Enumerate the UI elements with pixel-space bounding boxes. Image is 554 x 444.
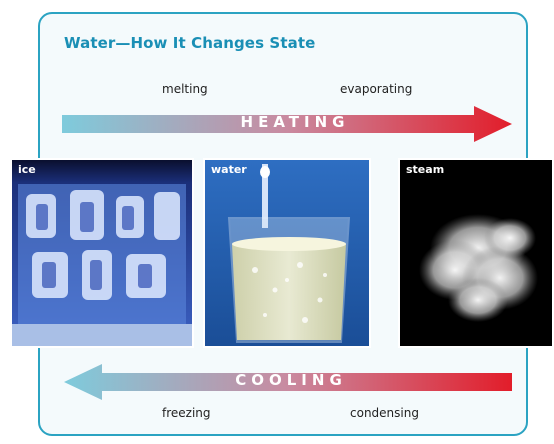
steam-illustration: [400, 160, 552, 346]
diagram-title: Water—How It Changes State: [64, 34, 316, 52]
water-label: water: [211, 163, 247, 176]
heating-label: HEATING: [240, 113, 350, 131]
steam-panel: steam: [398, 158, 554, 348]
steam-label: steam: [406, 163, 445, 176]
condensing-label: condensing: [350, 406, 419, 420]
evaporating-label: evaporating: [340, 82, 413, 96]
water-glass-illustration: [205, 160, 369, 346]
cooling-arrow: [64, 364, 512, 400]
ice-label: ice: [18, 163, 36, 176]
freezing-label: freezing: [162, 406, 211, 420]
melting-label: melting: [162, 82, 208, 96]
cooling-label: COOLING: [235, 371, 347, 389]
ice-panel: ice: [10, 158, 194, 348]
ice-illustration: [12, 160, 192, 346]
water-panel: water: [203, 158, 371, 348]
heating-arrow: [62, 106, 512, 142]
